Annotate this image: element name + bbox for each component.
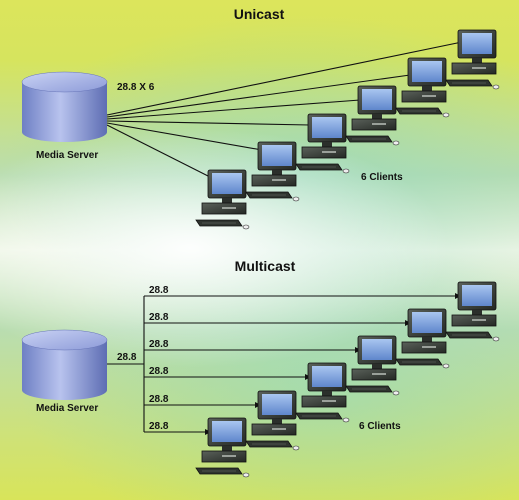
unicast-title: Unicast	[233, 6, 285, 22]
multicast-client-icon	[195, 417, 250, 478]
multicast-client-icon	[295, 362, 350, 423]
unicast-rate-label: 28.8 X 6	[117, 82, 155, 93]
multicast-branch-rate-label: 28.8	[149, 421, 169, 432]
unicast-clients-label: 6 Clients	[361, 172, 403, 183]
multicast-branch-rate-label: 28.8	[149, 366, 169, 377]
multicast-title: Multicast	[234, 258, 296, 274]
multicast-links	[107, 295, 455, 433]
unicast-client-icon	[445, 29, 500, 90]
unicast-server-icon	[21, 71, 108, 142]
unicast-client-icon	[345, 85, 400, 146]
unicast-client-icon	[395, 57, 450, 118]
multicast-client-icon	[345, 335, 400, 396]
multicast-server-label: Media Server	[36, 403, 99, 414]
multicast-branch-rate-label: 28.8	[149, 312, 169, 323]
unicast-client-icon	[195, 169, 250, 230]
unicast-links	[106, 41, 463, 179]
multicast-client-icon	[395, 308, 450, 369]
unicast-client-icon	[295, 113, 350, 174]
multicast-client-icon	[245, 390, 300, 451]
multicast-clients	[195, 281, 500, 478]
multicast-branch-rate-label: 28.8	[149, 394, 169, 405]
multicast-branch-rate-label: 28.8	[149, 339, 169, 350]
unicast-server-label: Media Server	[36, 150, 99, 161]
multicast-server-icon	[21, 329, 108, 400]
multicast-branch-rate-label: 28.8	[149, 285, 169, 296]
multicast-client-icon	[445, 281, 500, 342]
unicast-clients	[195, 29, 500, 230]
unicast-client-icon	[245, 141, 300, 202]
multicast-clients-label: 6 Clients	[359, 421, 401, 432]
multicast-server-rate-label: 28.8	[117, 352, 137, 363]
